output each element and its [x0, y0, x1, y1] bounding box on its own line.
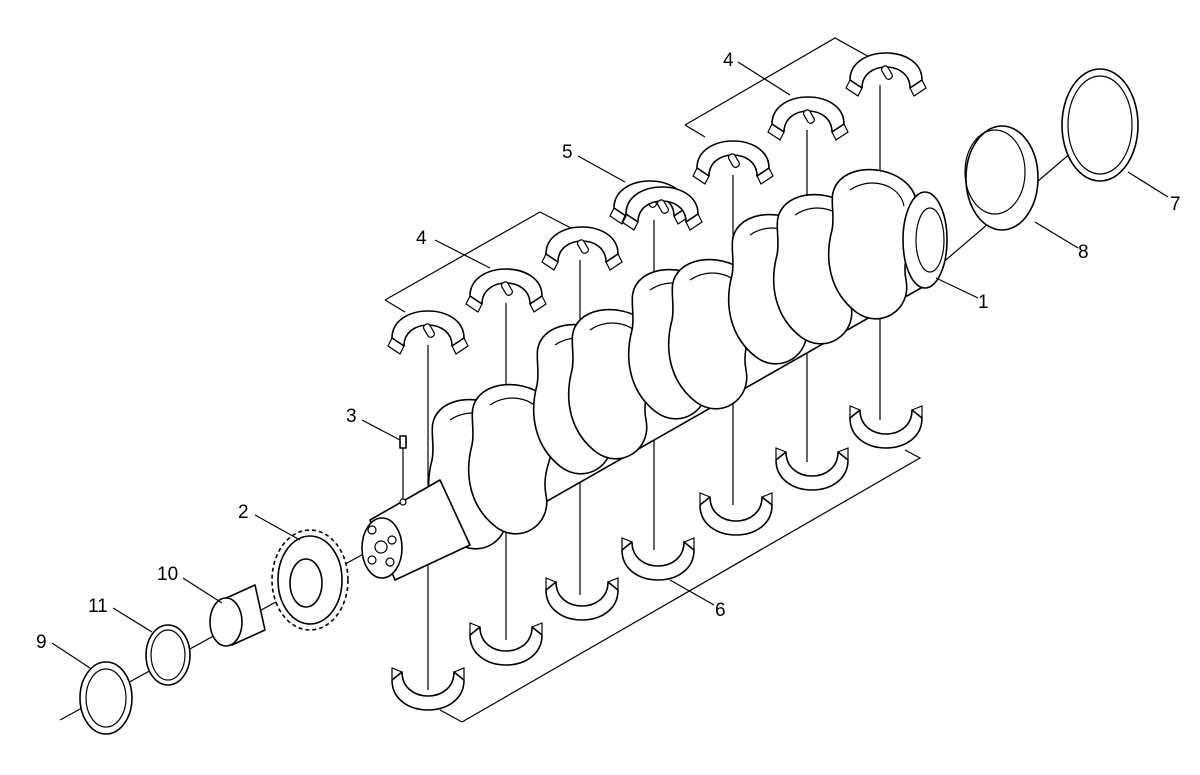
- callout-1: 1: [978, 292, 989, 313]
- timing-gear: [271, 529, 349, 631]
- callout-10: 10: [157, 564, 178, 585]
- callout-8: 8: [1078, 242, 1089, 263]
- callout-4-right: 4: [723, 50, 734, 71]
- thrust-bearing-shell: [609, 180, 703, 231]
- rear-wear-sleeve: [964, 125, 1039, 231]
- dowel-pin: [399, 435, 407, 506]
- callout-2: 2: [238, 502, 249, 523]
- front-spacer: [209, 584, 266, 647]
- lower-bearing-frame: [439, 449, 922, 723]
- crankshaft: [361, 168, 948, 581]
- rear-oil-seal: [1061, 68, 1139, 182]
- callout-leaders: [51, 61, 1169, 669]
- upper-bearing-frame-left: [384, 211, 601, 313]
- callout-3: 3: [346, 406, 357, 427]
- callout-9: 9: [36, 632, 47, 653]
- callout-7: 7: [1170, 194, 1181, 215]
- front-oil-seal: [79, 661, 133, 735]
- callout-11: 11: [88, 596, 108, 617]
- callout-5: 5: [562, 142, 573, 163]
- front-ring: [145, 624, 191, 686]
- callout-4-left: 4: [416, 228, 427, 249]
- upper-bearing-frame-right: [684, 37, 881, 138]
- callout-6: 6: [715, 600, 726, 621]
